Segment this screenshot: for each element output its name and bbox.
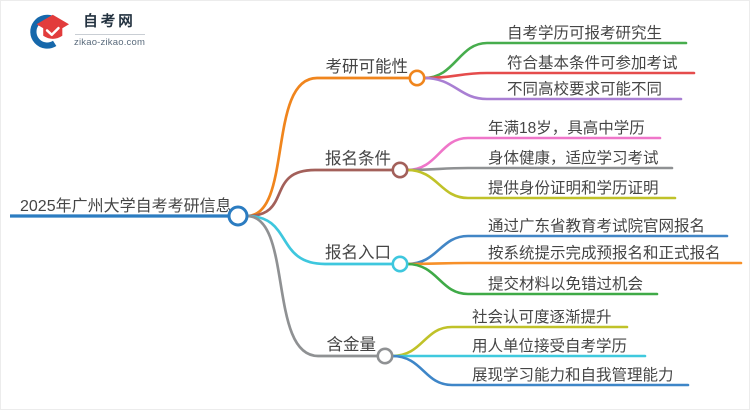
branch-2-label[interactable]: 报名条件 [325,149,391,168]
branch-3-child-3-label[interactable]: 提交材料以免错过机会 [488,275,643,293]
branch-1-child-3-connector [422,76,683,101]
branch-3-child-2-connector [405,261,743,266]
branch-3-node[interactable] [391,255,409,273]
branch-2-child-2-label[interactable]: 身体健康，适应学习考试 [488,148,659,167]
branch-3-connector [245,214,395,266]
graduation-cap-icon [30,14,69,49]
branch-2-child-2-connector [405,166,674,172]
logo-divider [74,34,145,36]
branch-4-node[interactable] [376,347,394,365]
branch-4-connector [245,214,380,358]
cap-check [45,26,60,37]
branch-3-label[interactable]: 报名入口 [325,243,391,262]
branch-2-child-1-label[interactable]: 年满18岁，具高中学历 [488,119,645,137]
cap-top [36,14,69,34]
branch-3-child-2-label[interactable]: 按系统提示完成预报名和正式报名 [488,244,721,262]
logo-swoosh [30,14,57,49]
branch-4-child-3-connector [390,354,690,387]
branch-1-child-1-label[interactable]: 自考学历可报考研究生 [507,24,662,42]
branch-1-child-2-label[interactable]: 符合基本条件可参加考试 [507,54,678,72]
logo-title: 自考网 [83,13,136,30]
branch-4-label[interactable]: 含金量 [327,335,377,354]
branch-4-child-2-label[interactable]: 用人单位接受自考学历 [472,337,627,355]
branch-1-connector [245,76,412,218]
logo-domain: zikao-zikao.com [74,37,146,49]
branch-1-child-2-connector [422,71,696,80]
branch-2-connector [245,168,395,218]
branch-3-child-3-connector [405,262,659,296]
branch-2-child-3-connector [405,168,677,200]
branch-4-child-3-label[interactable]: 展现学习能力和自我管理能力 [472,366,674,384]
branch-2-child-3-label[interactable]: 提供身份证明和学历证明 [488,179,659,197]
branch-1-label[interactable]: 考研可能性 [326,57,409,76]
site-logo: 自考网 zikao-zikao.com [27,7,145,53]
branch-2-node[interactable] [391,161,409,179]
branch-1-child-3-label[interactable]: 不同高校要求可能不同 [507,80,662,98]
branch-3-child-1-label[interactable]: 通过广东省教育考试院官网报名 [488,216,705,235]
root-node[interactable] [227,205,249,227]
branch-1-node[interactable] [408,69,426,87]
root-node-label[interactable]: 2025年广州大学自考考研信息 [20,197,232,215]
branch-4-child-1-label[interactable]: 社会认可度逐渐提升 [472,308,612,326]
